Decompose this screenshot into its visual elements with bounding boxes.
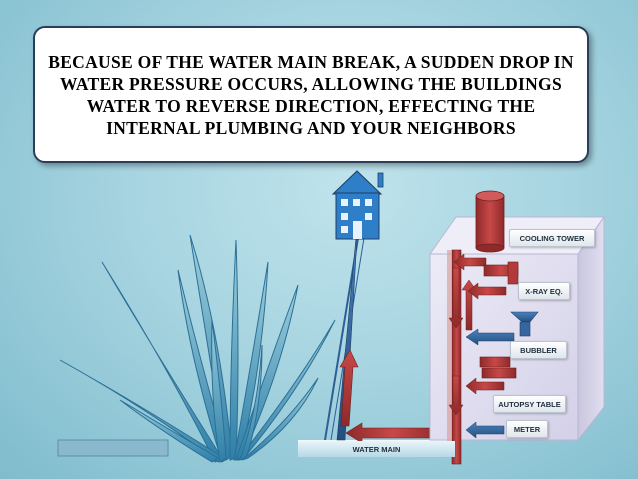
house-supply-arrow	[336, 219, 366, 441]
building-riser-highlight	[447, 250, 452, 450]
title-callout: BECAUSE OF THE WATER MAIN BREAK, A SUDDE…	[33, 26, 589, 163]
grass-blades	[59, 234, 336, 463]
bubbler-branch-arrow	[465, 328, 515, 346]
cooling-tower-branch-arrow	[453, 253, 487, 271]
xray-branch-arrow	[467, 282, 507, 300]
label-meter: METER	[506, 420, 548, 438]
label-autopsy-table: AUTOPSY TABLE	[493, 395, 566, 413]
backflow-arrow-riser	[339, 349, 359, 427]
backflow-arrow-main	[345, 422, 441, 444]
ground-pipe-left	[57, 439, 169, 457]
title-text: BECAUSE OF THE WATER MAIN BREAK, A SUDDE…	[48, 51, 574, 138]
riser-up-arrow	[461, 279, 477, 331]
xray-equipment-icon	[483, 261, 519, 285]
cooling-tower-icon	[475, 190, 505, 253]
label-xray: X-RAY EQ.	[518, 282, 570, 300]
autopsy-table-icon	[479, 356, 517, 379]
riser-down-arrows	[448, 267, 464, 416]
autopsy-branch-arrow	[465, 377, 505, 395]
label-water-main: WATER MAIN	[298, 441, 455, 457]
bubbler-icon	[510, 311, 539, 337]
label-cooling-tower: COOLING TOWER	[509, 229, 595, 247]
house-riser-pipe	[324, 237, 359, 441]
house-icon	[331, 170, 384, 240]
meter-arrow	[465, 421, 505, 439]
label-bubbler: BUBBLER	[510, 341, 567, 359]
